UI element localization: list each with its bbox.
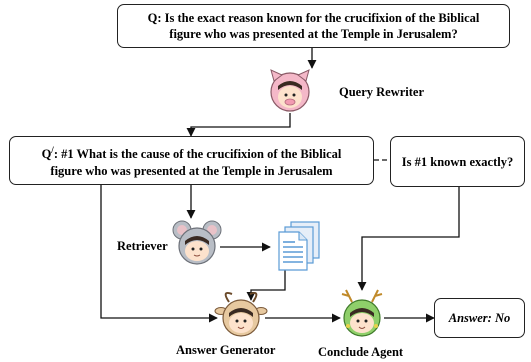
documents-icon (278, 221, 320, 271)
rewritten-question-content: Q/: #1 What is the cause of the crucifix… (42, 142, 342, 178)
arrow-documents-to-generator (246, 270, 286, 301)
connector-arrows (100, 47, 460, 323)
arrow-rewriter-to-rewritten (186, 113, 291, 137)
mouse-avatar-icon (172, 220, 222, 265)
query-rewriter-label: Query Rewriter (339, 85, 425, 99)
subquestion-text: Is #1 known exactly? (401, 154, 514, 169)
q-prime-mark: / (51, 145, 54, 156)
rewritten-question-box: Q/: #1 What is the cause of the crucifix… (9, 136, 374, 185)
q-prime-letter: Q (41, 147, 52, 162)
arrow-rewritten-to-generator (100, 185, 218, 323)
conclude-agent-label: Conclude Agent (318, 345, 404, 359)
rewritten-question-text: : #1 What is the cause of the crucifixio… (50, 147, 342, 178)
retriever-label: Retriever (117, 239, 168, 253)
question-box: Q: Is the exact reason known for the cru… (117, 4, 510, 48)
pig-avatar-icon (270, 69, 310, 112)
answer-box: Answer: No (434, 298, 525, 338)
question-text: Q: Is the exact reason known for the cru… (147, 11, 480, 41)
subquestion-box: Is #1 known exactly? (390, 136, 525, 187)
answer-generator-label: Answer Generator (176, 343, 276, 357)
dragon-avatar-icon (341, 289, 383, 337)
arrow-subquestion-to-conclude (357, 187, 460, 291)
cow-avatar-icon (214, 292, 268, 337)
answer-text: Answer: No (448, 311, 511, 325)
